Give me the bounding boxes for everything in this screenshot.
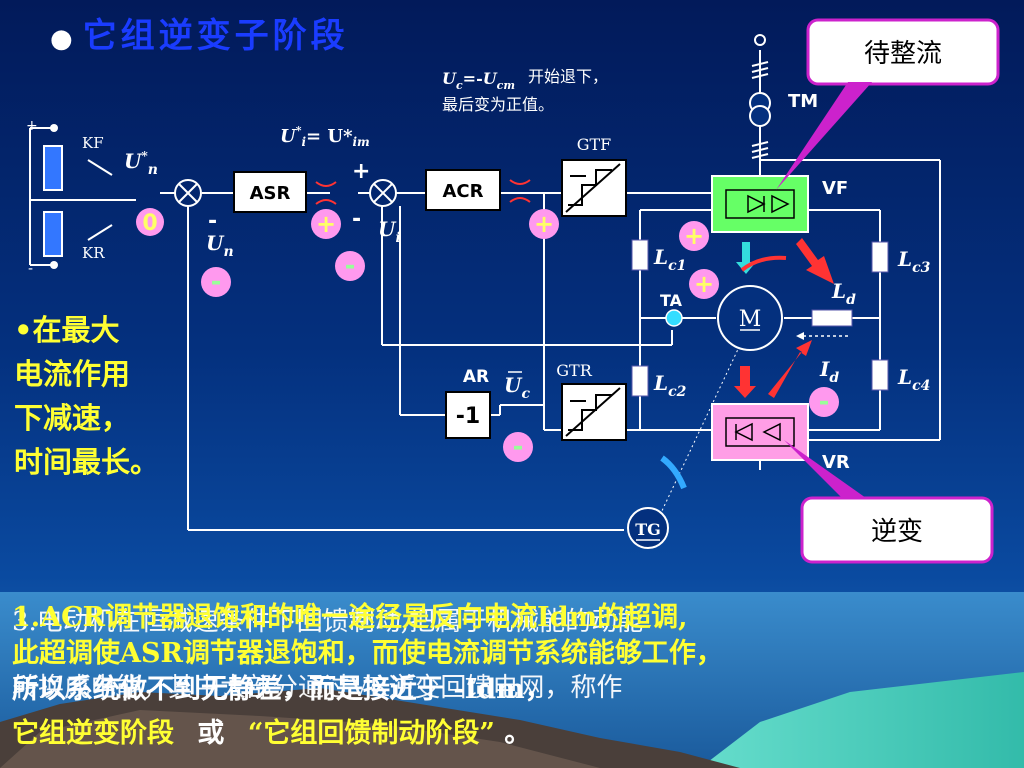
junction-minus-1: - xyxy=(208,209,217,234)
svg-text:Lc2: Lc2 xyxy=(653,371,687,400)
controller-blocks xyxy=(233,159,627,441)
limiters xyxy=(315,179,531,205)
vr-label: VR xyxy=(822,452,850,473)
svg-text:Ld: Ld xyxy=(831,279,856,308)
gtf-label: GTF xyxy=(577,135,612,154)
reactors xyxy=(631,239,889,397)
svg-text:Uc=-Ucm: Uc=-Ucm xyxy=(442,69,515,92)
math-labels: U*n Un Ui U*i= U*im Uc Lc1 Lc3 Lc2 Lc4 L… xyxy=(124,69,931,402)
svg-text:Lc3: Lc3 xyxy=(897,247,931,276)
side-note: •在最大 电流作用 下减速， 时间最长。 xyxy=(14,313,160,479)
ar-label: AR xyxy=(463,367,489,387)
sign-zero: 0 xyxy=(142,211,157,236)
bottom-line4-phrase-a: 它组逆变阶段 xyxy=(12,718,174,749)
junction-minus-2: - xyxy=(352,207,361,232)
callout-top-text: 待整流 xyxy=(864,39,942,69)
kr-label: KR xyxy=(82,244,105,262)
overlay-line2: 转换成电能，其中大部分通过VR逆变回馈电网，称作 xyxy=(12,673,623,703)
bottom-line4-phrase-c: “它组回馈制动阶段” xyxy=(247,718,495,749)
ta-label: TA xyxy=(660,291,683,310)
title-text: 它组逆变子阶段 xyxy=(82,16,349,56)
vf-thyristor-symbol xyxy=(725,189,795,219)
svg-text:Uc: Uc xyxy=(504,373,530,402)
signs xyxy=(136,208,839,462)
annotation-line1: 开始退下， xyxy=(528,67,608,86)
bottom-line4: 它组逆变阶段 或 “它组回馈制动阶段” 。 xyxy=(12,718,531,750)
svg-text:U*i= U*im: U*i= U*im xyxy=(280,124,370,149)
callout-top xyxy=(776,18,1000,190)
bottom-line3: 所以系统做不到无静差，而是接近于 -Idm， xyxy=(12,674,552,705)
sign-plus-acr: + xyxy=(534,210,554,238)
arrows xyxy=(660,238,848,490)
motor-label: M xyxy=(739,307,762,332)
bottom-line4-period: 。 xyxy=(504,718,532,749)
callout-bottom xyxy=(784,440,994,564)
vr-bridge xyxy=(711,403,809,461)
ar-gain-label: -1 xyxy=(456,404,480,429)
trigger-waveforms xyxy=(565,163,621,437)
source-switches: + - xyxy=(26,118,136,277)
svg-text:Lc4: Lc4 xyxy=(897,365,930,394)
asr-label: ASR xyxy=(250,183,291,204)
tg-coupling-dotted xyxy=(659,344,741,516)
svg-text:Un: Un xyxy=(206,231,234,260)
junction-plus-2: + xyxy=(352,159,370,184)
overlay-line1: 3.电动机在恒减速条件下回馈制动,把属于机械能的动能 xyxy=(12,607,644,637)
svg-text:Id: Id xyxy=(819,357,839,386)
circuit-diagram: + - KF KR ASR ACR -1 AR GTF GTR xyxy=(26,18,1000,564)
sign-plus-ta: + xyxy=(694,270,714,298)
tm-transformer xyxy=(749,34,771,159)
sign-plus-asr: + xyxy=(316,210,336,238)
svg-text:+: + xyxy=(26,118,38,134)
sign-minus-un: - xyxy=(211,267,222,297)
vf-bridge xyxy=(711,175,809,233)
svg-text:Lc1: Lc1 xyxy=(653,245,686,274)
bottom-line2: 此超调使ASR调节器退饱和，而使电流调节系统能够工作， xyxy=(12,638,723,669)
sign-minus-vr: - xyxy=(819,387,830,417)
tg-label: TG xyxy=(635,520,661,539)
svg-text:U*n: U*n xyxy=(124,149,158,178)
vr-thyristor-symbol xyxy=(725,417,795,447)
ta-sensor xyxy=(665,309,683,327)
kf-label: KF xyxy=(82,134,104,152)
tg-generator xyxy=(627,507,669,549)
landscape-band xyxy=(0,592,1024,768)
tm-label: TM xyxy=(788,91,818,112)
motor xyxy=(717,285,783,351)
page-title: ●它组逆变子阶段 xyxy=(50,8,349,57)
acr-label: ACR xyxy=(442,181,483,202)
annotation-line2: 最后变为正值。 xyxy=(442,95,554,114)
sign-minus-uc: - xyxy=(513,432,524,462)
vf-label: VF xyxy=(822,178,848,199)
bottom-line4-connector: 或 xyxy=(197,718,225,749)
gtr-label: GTR xyxy=(556,361,592,380)
sign-minus-ui: - xyxy=(345,251,356,281)
summing-junctions xyxy=(174,179,397,207)
bullet-dot: ● xyxy=(50,24,77,54)
bottom-line1: 1.ACR调节器退饱和的唯一途径是反向电流Idm的超调, xyxy=(12,602,688,633)
callout-bottom-text: 逆变 xyxy=(871,517,923,547)
svg-text:Ui: Ui xyxy=(378,217,401,246)
sign-plus-lc1: + xyxy=(684,222,704,250)
svg-text:-: - xyxy=(28,261,33,277)
